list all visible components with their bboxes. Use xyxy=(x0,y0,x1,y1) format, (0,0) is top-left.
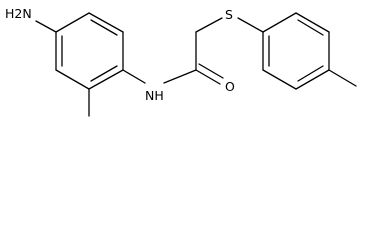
atom-label-carbonyl-o: O xyxy=(225,79,235,94)
bond-nh-carbonyl xyxy=(163,69,197,84)
atom-label-amine: H2N xyxy=(5,6,32,21)
bond-methyl-2 xyxy=(328,69,357,87)
atom-label-sulfur: S xyxy=(225,7,233,22)
bond-carbonyl-o-2 xyxy=(198,63,224,79)
bond-ring1-1 xyxy=(88,12,124,33)
bond-ring1-double-a xyxy=(90,19,118,36)
bond-ring2-5 xyxy=(262,69,297,90)
bond-ring2-2 xyxy=(295,12,330,33)
bond-ring2-4 xyxy=(295,69,330,90)
bond-ring1-double-b xyxy=(90,65,118,82)
bond-ring1-6 xyxy=(55,12,90,33)
bond-ring2-double-a xyxy=(297,19,324,36)
bond-ring1-3 xyxy=(88,69,124,90)
bond-amine xyxy=(35,20,57,33)
bond-ch2-s xyxy=(195,17,223,33)
bond-ring1-4 xyxy=(55,69,90,90)
structure-canvas: H2N NH O S xyxy=(5,6,357,117)
molecule-structure: H2N NH O S xyxy=(5,6,357,117)
aminomethylphenyl-ring xyxy=(55,12,124,90)
bond-ring2-double-b xyxy=(297,65,324,82)
bond-ring2-1 xyxy=(262,12,297,33)
tolyl-ring xyxy=(262,12,330,90)
bond-s-ring xyxy=(237,17,264,33)
atom-label-amide-nh: NH xyxy=(145,88,164,103)
bond-ring-to-nh xyxy=(122,69,146,84)
bond-carbonyl-o-1 xyxy=(195,69,221,85)
